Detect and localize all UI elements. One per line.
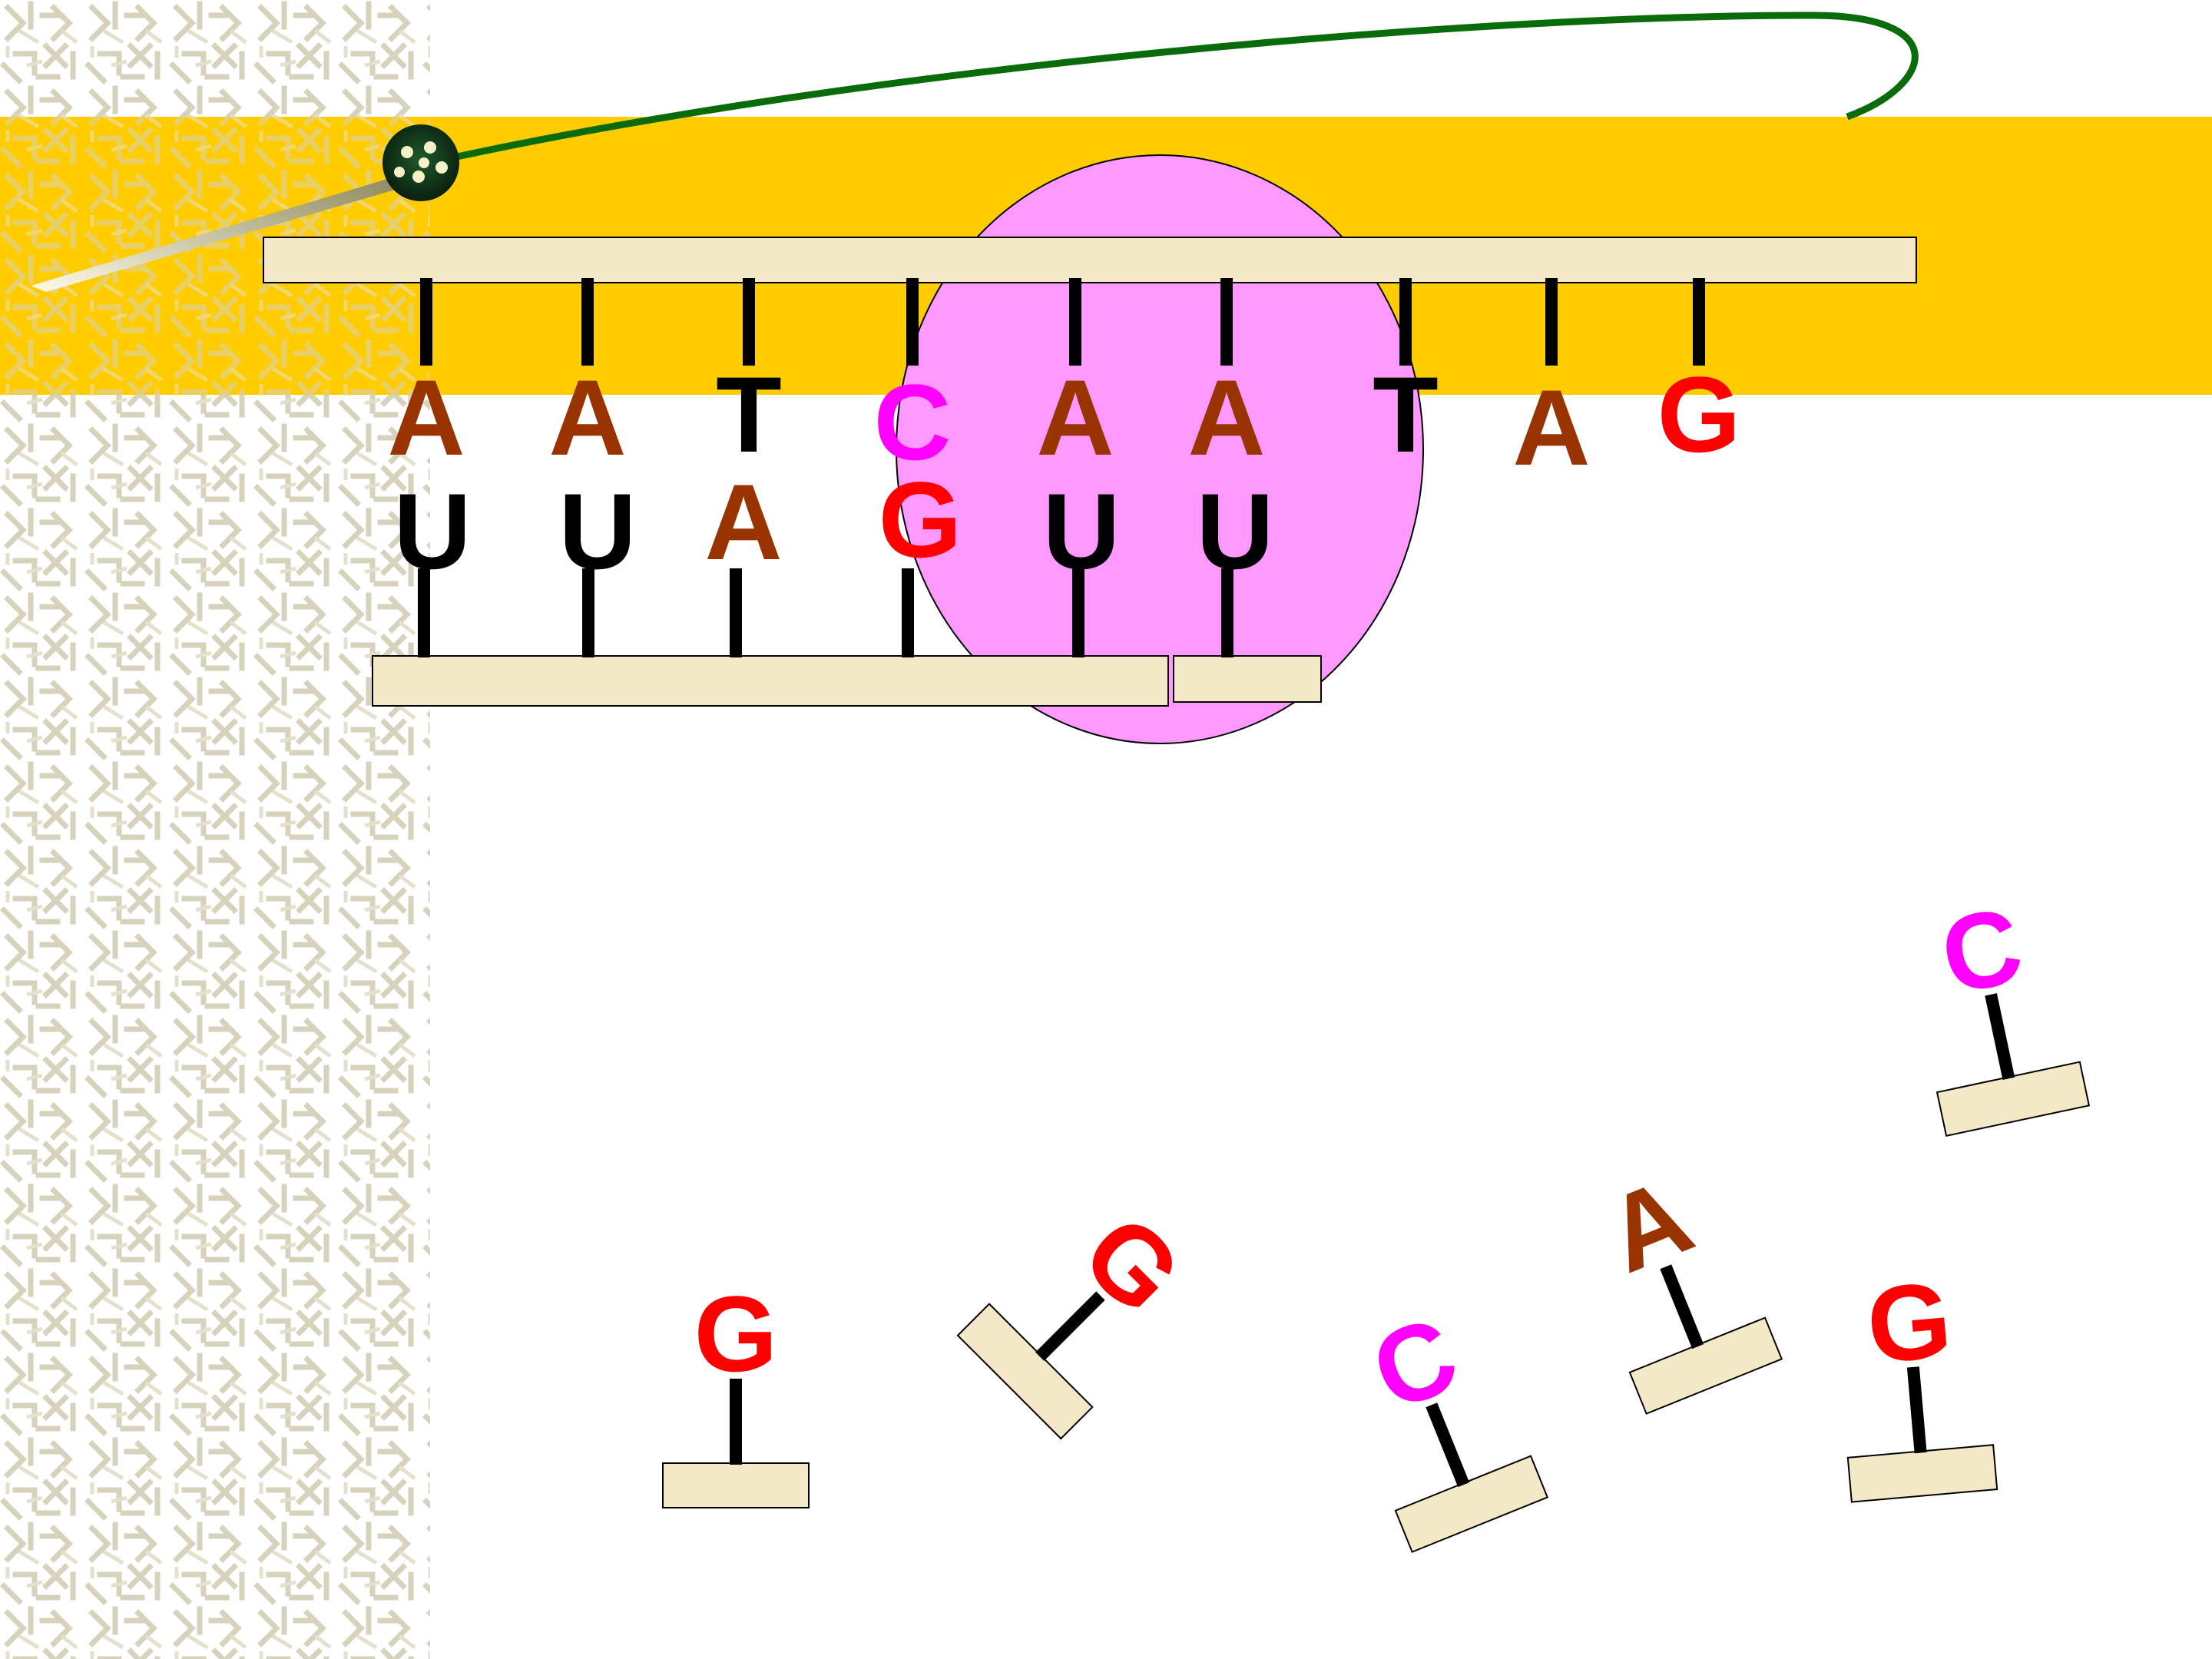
mrna-backbone <box>372 655 1169 707</box>
mrna-base-letter: G <box>879 459 962 580</box>
dna-base-letter: A <box>1187 357 1265 478</box>
nucleotide-letter: C <box>1356 1293 1474 1433</box>
nucleotide-stick <box>1660 1264 1704 1349</box>
dna-backbone <box>263 237 1917 283</box>
polymerase-icon <box>382 124 459 201</box>
dna-base-letter: G <box>1657 354 1741 475</box>
ribosome-ellipse <box>896 154 1424 744</box>
dna-base-letter: A <box>387 357 465 478</box>
free-nucleotide: G <box>956 1192 1204 1440</box>
mrna-base-letter: A <box>704 462 782 582</box>
nucleotide-letter: G <box>694 1273 778 1394</box>
free-nucleotide: G <box>1846 1259 1998 1503</box>
dna-base-letter: T <box>1373 354 1439 475</box>
green-strand <box>418 12 1919 169</box>
dna-base-letter: A <box>1512 367 1590 488</box>
mrna-base-letter: U <box>1042 471 1120 591</box>
mrna-base-letter: U <box>1196 471 1273 591</box>
free-nucleotide: A <box>1591 1154 1783 1415</box>
dna-base-letter: C <box>873 362 951 482</box>
nucleotide-sugar-block <box>1394 1455 1549 1553</box>
strand-tail <box>31 169 424 292</box>
nucleotide-stick <box>1985 993 2015 1080</box>
nucleotide-sugar-block <box>662 1462 810 1508</box>
nucleotide-stick <box>1035 1291 1105 1361</box>
nucleotide-sugar-block <box>1628 1316 1783 1415</box>
free-nucleotide: G <box>662 1273 810 1508</box>
dna-base-letter: T <box>716 354 782 475</box>
nucleotide-stick <box>1906 1366 1927 1454</box>
nucleotide-letter: G <box>1863 1259 1956 1386</box>
nucleotide-stick <box>1426 1402 1470 1488</box>
mrna-backbone-new <box>1173 655 1322 703</box>
mrna-base-letter: U <box>558 471 636 591</box>
mrna-base-letter: U <box>393 471 471 591</box>
free-nucleotide: C <box>1931 883 2091 1137</box>
dna-base-letter: A <box>548 357 626 478</box>
dna-base-letter: A <box>1036 357 1114 478</box>
nucleotide-sugar-block <box>1846 1444 1998 1503</box>
nucleotide-letter: C <box>1931 883 2032 1018</box>
free-nucleotide: C <box>1356 1293 1549 1553</box>
nucleotide-letter: A <box>1591 1154 1708 1295</box>
